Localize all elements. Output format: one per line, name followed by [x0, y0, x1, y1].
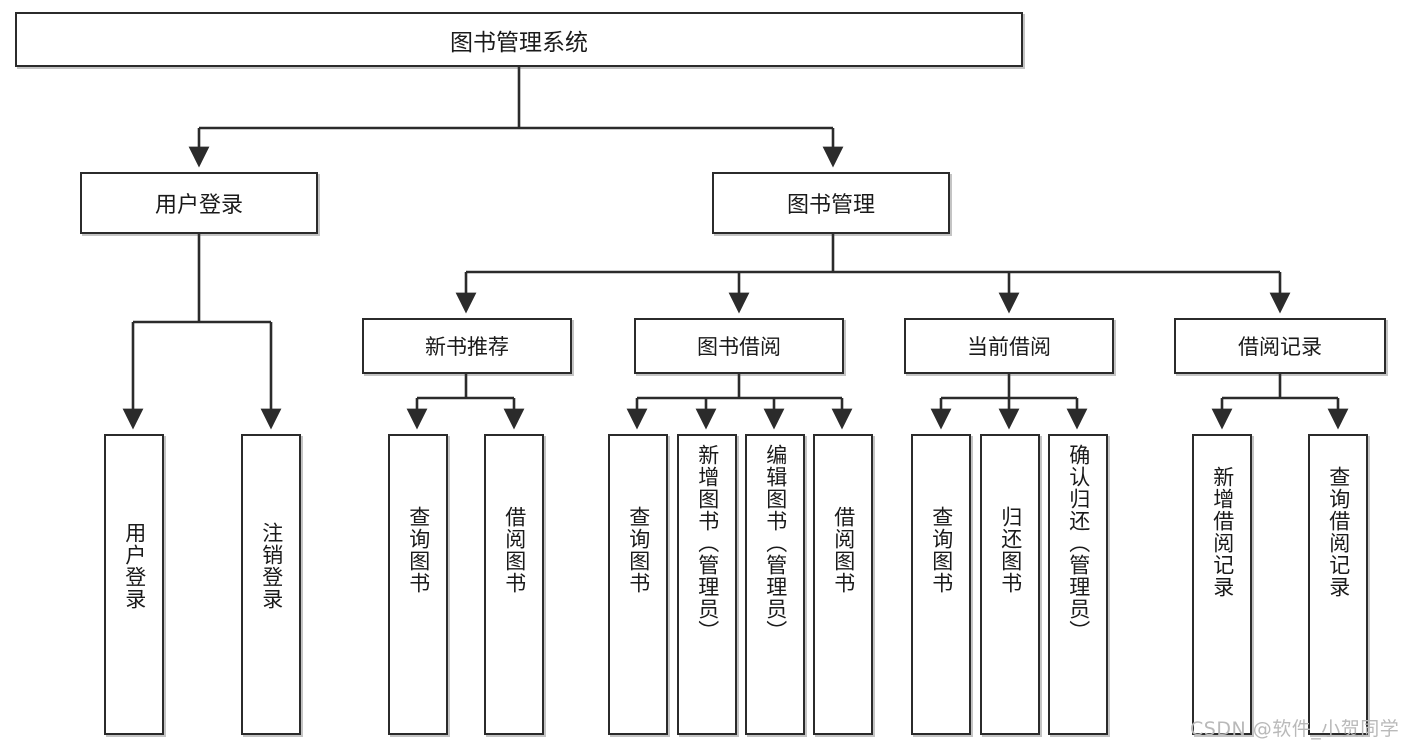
leaf-newbook-query-book-label: 查询图书 [406, 506, 431, 594]
leaf-currentborrow-query-book-label: 查询图书 [929, 506, 954, 594]
node-borrow-record[interactable]: 借阅记录 [1174, 318, 1386, 374]
node-user-login[interactable]: 用户登录 [80, 172, 318, 234]
leaf-bookborrow-edit-book-label: 编辑图书（管理员） [763, 444, 788, 642]
leaf-bookborrow-add-book[interactable]: 新增图书（管理员） [677, 434, 737, 735]
node-root[interactable]: 图书管理系统 [15, 12, 1023, 67]
leaf-borrowrecord-query-record[interactable]: 查询借阅记录 [1308, 434, 1368, 735]
node-current-borrow[interactable]: 当前借阅 [904, 318, 1114, 374]
leaf-newbook-query-book[interactable]: 查询图书 [388, 434, 448, 735]
leaf-bookborrow-query-book[interactable]: 查询图书 [608, 434, 668, 735]
leaf-bookborrow-add-book-label: 新增图书（管理员） [695, 444, 720, 642]
leaf-bookborrow-borrow-book[interactable]: 借阅图书 [813, 434, 873, 735]
leaf-borrowrecord-query-record-label: 查询借阅记录 [1326, 466, 1351, 598]
leaf-currentborrow-confirm-return[interactable]: 确认归还（管理员） [1048, 434, 1108, 735]
leaf-user-login-label: 用户登录 [122, 522, 147, 610]
leaf-user-logout-label: 注销登录 [259, 522, 284, 610]
node-book-borrow-label: 图书借阅 [697, 335, 781, 359]
node-user-login-label: 用户登录 [154, 193, 243, 218]
node-new-book-recommend-label: 新书推荐 [425, 335, 509, 359]
node-root-label: 图书管理系统 [450, 29, 588, 56]
leaf-borrowrecord-add-record-label: 新增借阅记录 [1210, 466, 1235, 598]
leaf-currentborrow-confirm-return-label: 确认归还（管理员） [1066, 444, 1091, 642]
leaf-user-logout[interactable]: 注销登录 [241, 434, 301, 735]
leaf-user-login[interactable]: 用户登录 [104, 434, 164, 735]
leaf-borrowrecord-add-record[interactable]: 新增借阅记录 [1192, 434, 1252, 735]
leaf-currentborrow-return-book-label: 归还图书 [998, 506, 1023, 594]
node-new-book-recommend[interactable]: 新书推荐 [362, 318, 572, 374]
csdn-watermark: CSDN @软件_小贺同学 [1190, 718, 1400, 740]
leaf-bookborrow-edit-book[interactable]: 编辑图书（管理员） [745, 434, 805, 735]
leaf-currentborrow-return-book[interactable]: 归还图书 [980, 434, 1040, 735]
leaf-bookborrow-borrow-book-label: 借阅图书 [831, 506, 856, 594]
node-borrow-record-label: 借阅记录 [1238, 335, 1322, 359]
leaf-bookborrow-query-book-label: 查询图书 [626, 506, 651, 594]
leaf-newbook-borrow-book[interactable]: 借阅图书 [484, 434, 544, 735]
leaf-newbook-borrow-book-label: 借阅图书 [502, 506, 527, 594]
node-book-management[interactable]: 图书管理 [712, 172, 950, 234]
leaf-currentborrow-query-book[interactable]: 查询图书 [911, 434, 971, 735]
node-book-borrow[interactable]: 图书借阅 [634, 318, 844, 374]
node-current-borrow-label: 当前借阅 [967, 335, 1051, 359]
node-book-management-label: 图书管理 [786, 193, 875, 218]
